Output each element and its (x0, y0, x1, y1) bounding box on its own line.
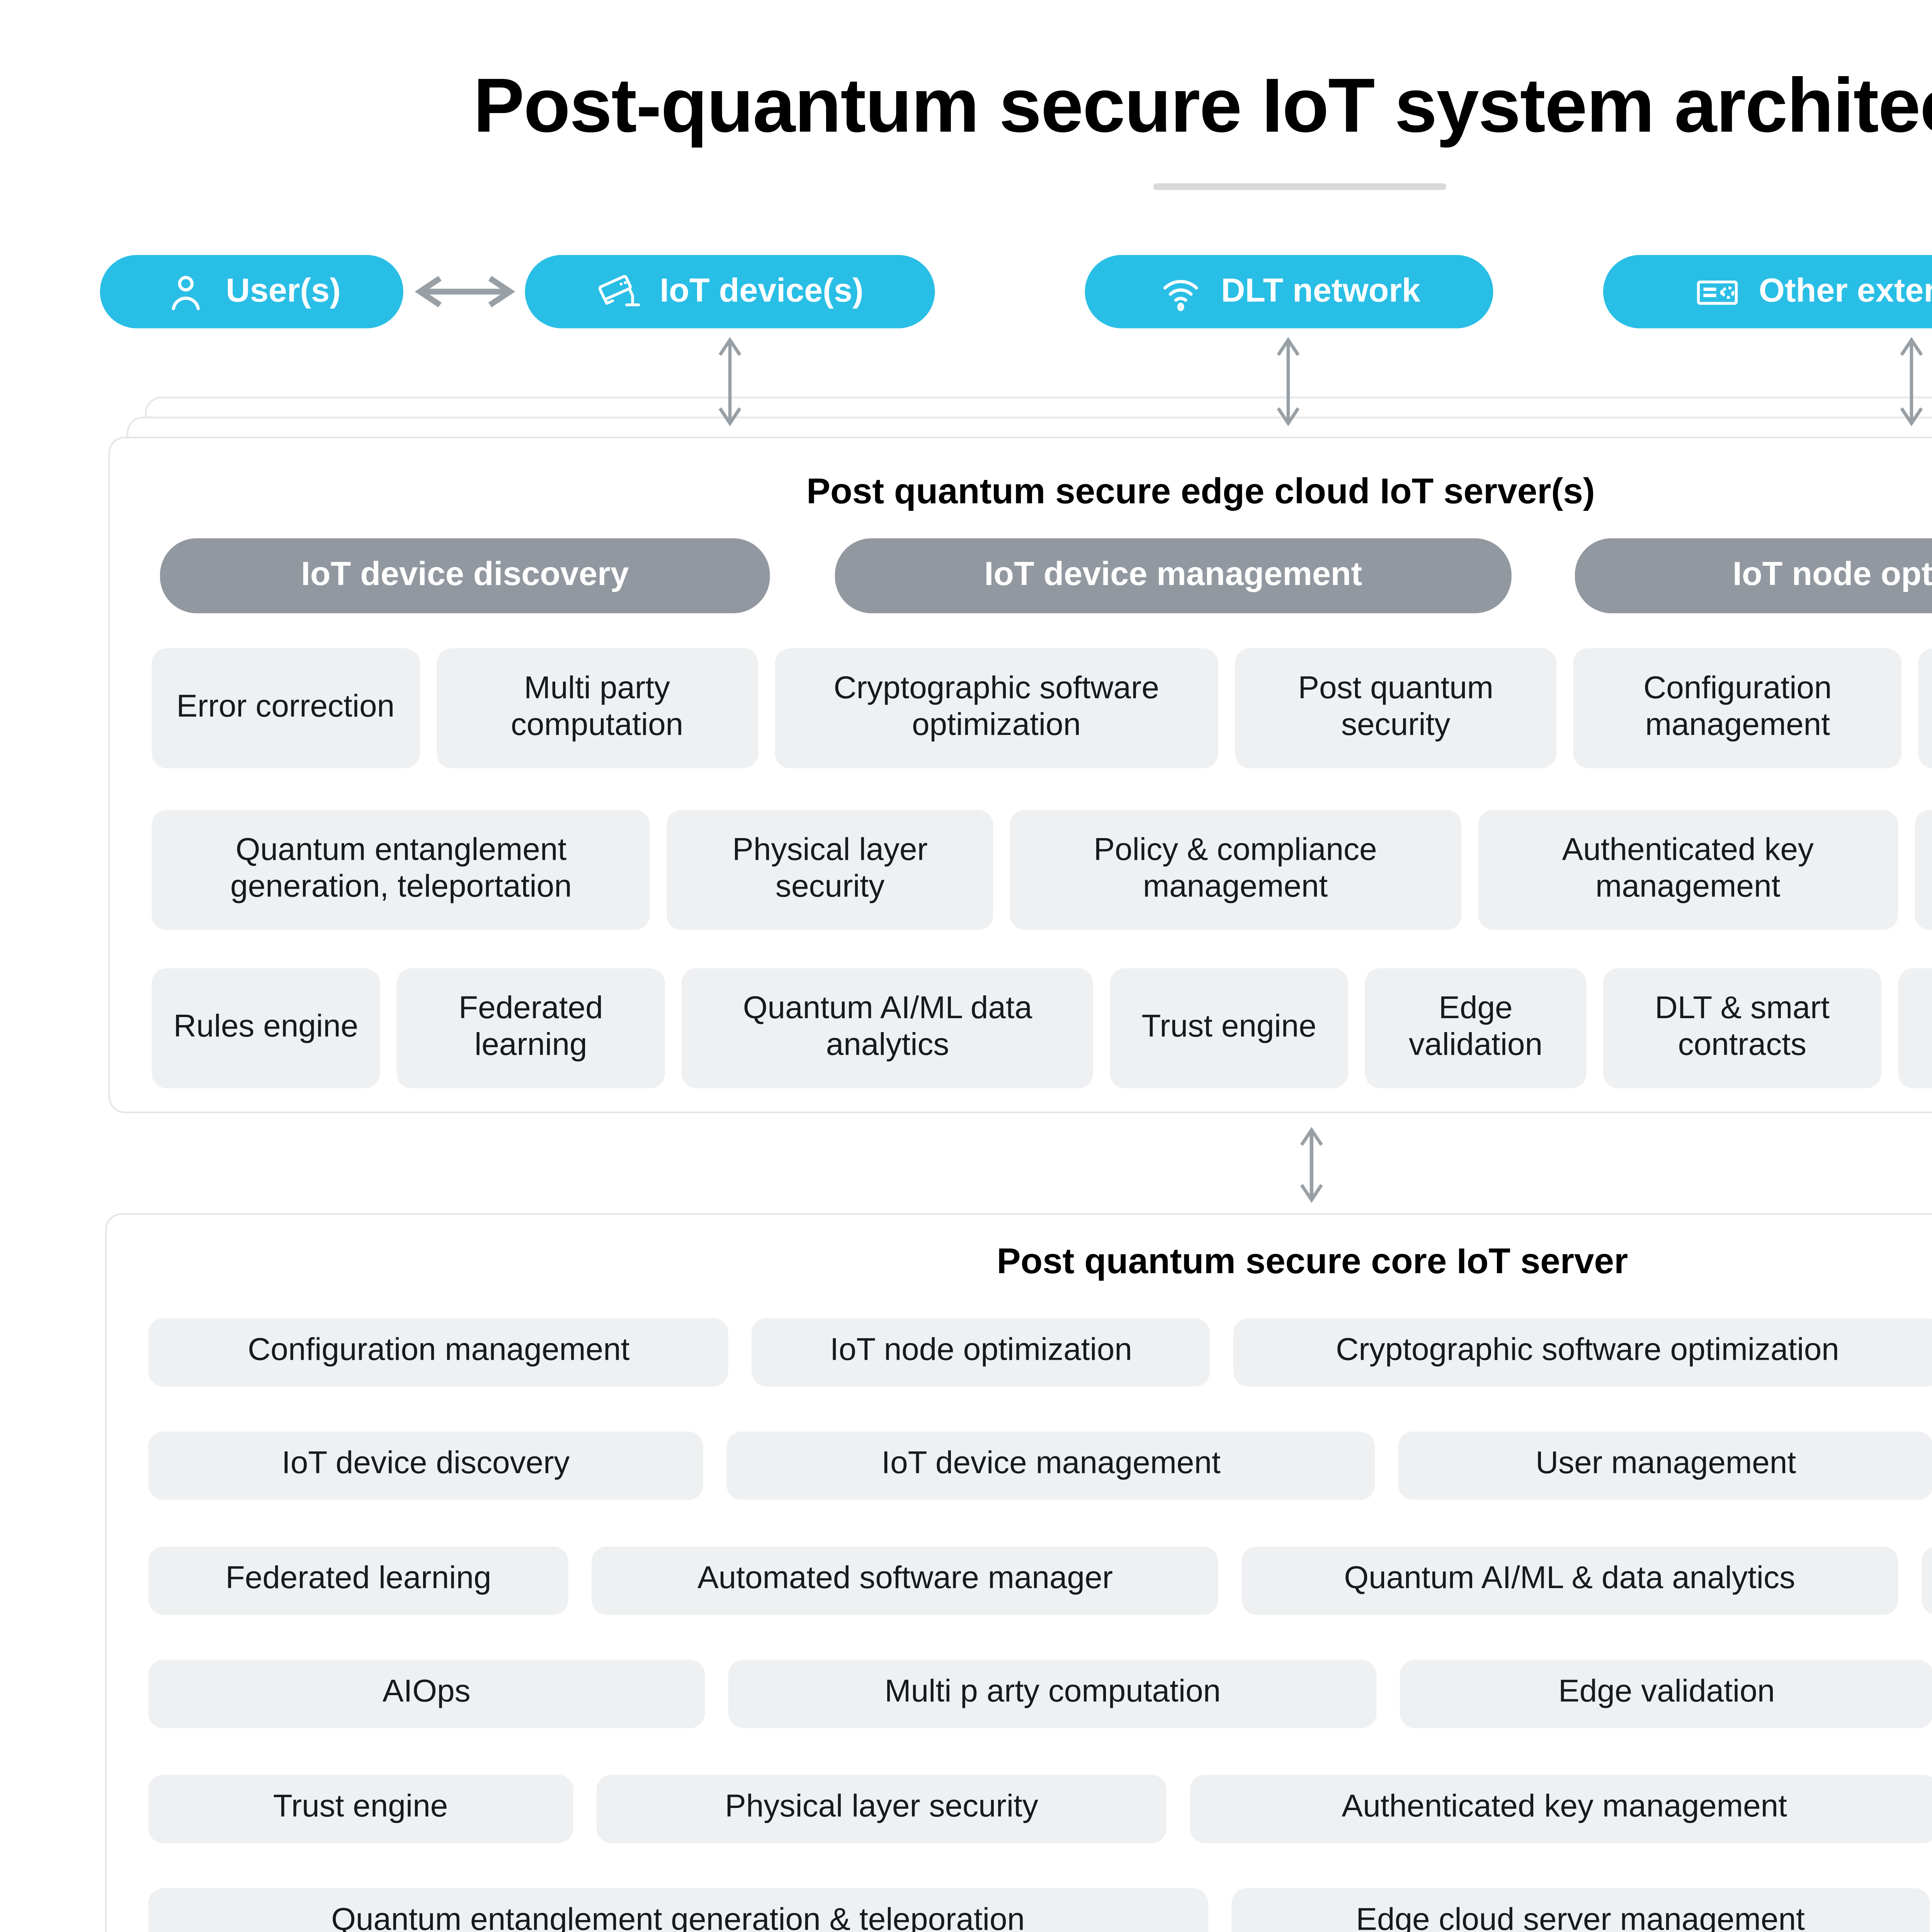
edge-feature-row-1: Error correction Multi party computation… (151, 648, 1932, 769)
node-label: User(s) (226, 272, 341, 310)
feature-box: User management (1918, 648, 1932, 769)
feature-box: Physical layer security (667, 810, 993, 930)
feature-box: Quantum entanglement generation & telepo… (148, 1888, 1208, 1932)
core-feature-row-6: Quantum entanglement generation & telepo… (148, 1888, 1932, 1932)
page-title: Post-quantum secure IoT system architect… (473, 61, 1932, 148)
feature-box: Trust engine (148, 1775, 573, 1844)
user-icon (163, 269, 207, 314)
node-users: User(s) (100, 255, 403, 328)
feature-box: Error correction (151, 648, 420, 769)
edge-pill-iot-device-management: IoT device management (835, 538, 1512, 614)
title-underline (1153, 183, 1447, 190)
cctv-camera-icon (596, 269, 641, 314)
feature-box: Automated software manager (592, 1546, 1219, 1615)
core-feature-row-5: Trust engine Physical layer security Aut… (148, 1775, 1932, 1844)
feature-box: Trust engine (1110, 968, 1348, 1088)
feature-box: Cryptographic software optimization (774, 648, 1218, 769)
edge-pill-iot-node-optimization: IoT node optimization (1575, 538, 1932, 614)
edge-server-box: Post quantum secure edge cloud IoT serve… (108, 436, 1932, 1114)
feature-box: AIOps (148, 1660, 705, 1728)
feature-box: IoT device management (726, 1431, 1376, 1500)
edge-feature-row-2: Quantum entanglement generation, telepor… (151, 810, 1932, 930)
feature-box: Quantum entanglement generation, telepor… (151, 810, 651, 930)
node-label: IoT device(s) (660, 272, 864, 310)
feature-box: User management (1399, 1431, 1932, 1500)
core-server-box: Post quantum secure core IoT server Conf… (105, 1213, 1932, 1932)
feature-box: Quantum AI/ML & data analytics (1242, 1546, 1898, 1615)
node-iot-devices: IoT device(s) (525, 255, 935, 328)
feature-box: Physical layer security (596, 1775, 1167, 1844)
core-feature-row-2: IoT device discovery IoT device manageme… (148, 1431, 1932, 1500)
feature-box: DLT & smart contracts (1603, 968, 1881, 1088)
feature-box: Configuration management (1573, 648, 1902, 769)
feature-box: Post quantum security (1235, 648, 1557, 769)
core-feature-row-1: Configuration management IoT node optimi… (148, 1318, 1932, 1387)
edge-feature-row-3: Rules engine Federated learning Quantum … (151, 968, 1932, 1088)
feature-box: Quantum AI/ML data analytics (682, 968, 1094, 1088)
id-card-icon (1696, 269, 1740, 314)
feature-box: Federated learning (396, 968, 665, 1088)
feature-box: Authenticated key management (1478, 810, 1898, 930)
core-server-title: Post quantum secure core IoT server (997, 1242, 1628, 1282)
feature-box: Multi party computation (436, 648, 758, 769)
node-dlt-network-top: DLT network (1085, 255, 1493, 328)
node-other-external-systems-top: Other external systems (1603, 255, 1932, 328)
feature-box: Application management (1914, 810, 1932, 930)
feature-box: Rules engine (151, 968, 380, 1088)
feature-box: IoT node optimization (752, 1318, 1210, 1387)
edge-pill-iot-device-discovery: IoT device discovery (160, 538, 770, 614)
feature-box: Authenticated key management (1190, 1775, 1932, 1844)
core-feature-row-4: AIOps Multi p arty computation Edge vali… (148, 1660, 1932, 1728)
core-feature-row-3: Federated learning Automated software ma… (148, 1546, 1932, 1615)
feature-box: Edge validation (1364, 968, 1587, 1088)
feature-box: Configuration management (148, 1318, 729, 1387)
feature-box: Federated learning (148, 1546, 569, 1615)
wifi-icon (1158, 269, 1202, 314)
feature-box: Post quantum cryptography (1920, 1546, 1932, 1615)
node-label: Other external systems (1759, 272, 1932, 310)
feature-box: Edge cloud server management (1231, 1888, 1930, 1932)
feature-box: Edge validation (1400, 1660, 1932, 1728)
feature-box: Policy & compliance management (1009, 810, 1461, 930)
feature-box: Multi p arty computation (728, 1660, 1378, 1728)
feature-box: Post quantum cryptography (1897, 968, 1932, 1088)
feature-box: IoT device discovery (148, 1431, 703, 1500)
edge-server-title: Post quantum secure edge cloud IoT serve… (806, 471, 1595, 512)
node-label: DLT network (1221, 272, 1420, 310)
feature-box: Cryptographic software optimization (1233, 1318, 1932, 1387)
